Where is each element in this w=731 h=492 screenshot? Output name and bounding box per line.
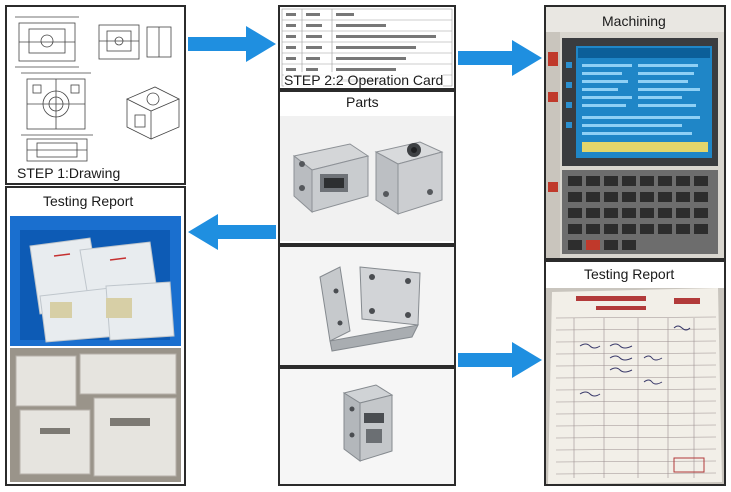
handwritten-report-sheet-photo bbox=[546, 288, 724, 484]
arrow-right-to-testing-report bbox=[458, 342, 542, 378]
machining-panel: Machining bbox=[544, 5, 726, 260]
parts-panel-1: Parts bbox=[278, 90, 456, 245]
wrapped-parts-photo bbox=[10, 348, 181, 482]
testing-report-left-panel: Testing Report bbox=[5, 186, 186, 486]
testing-report-left-label: Testing Report bbox=[43, 193, 134, 209]
testing-report-right-label: Testing Report bbox=[584, 266, 675, 282]
machining-label: Machining bbox=[602, 13, 666, 29]
block-part-photo bbox=[280, 369, 454, 484]
step2-operation-card-label: STEP 2:2 Operation Card bbox=[284, 72, 444, 88]
operation-card-table bbox=[281, 8, 453, 87]
testing-report-right-panel: Testing Report bbox=[544, 260, 726, 486]
machined-parts-photo bbox=[280, 116, 454, 241]
arrow-right-to-operation-card bbox=[188, 26, 276, 62]
cnc-controller-photo bbox=[546, 32, 724, 258]
angle-bracket-part-photo bbox=[280, 247, 454, 365]
drawing-panel: STEP 1:Drawing bbox=[5, 5, 186, 185]
parts-label: Parts bbox=[346, 94, 379, 110]
step1-drawing-label: STEP 1:Drawing bbox=[17, 165, 121, 181]
parts-panel-2 bbox=[278, 245, 456, 367]
parts-panel-3 bbox=[278, 367, 456, 486]
arrow-left-to-testing-report bbox=[188, 214, 276, 250]
bagged-parts-in-bin-photo bbox=[10, 216, 181, 346]
technical-drawing bbox=[15, 16, 180, 162]
arrow-right-to-machining bbox=[458, 40, 542, 76]
